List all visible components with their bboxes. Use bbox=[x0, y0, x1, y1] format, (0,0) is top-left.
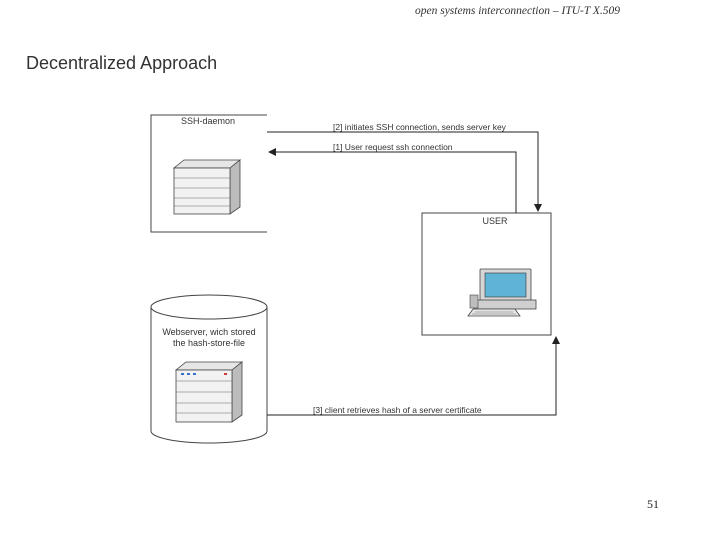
webserver-server-icon bbox=[174, 361, 244, 423]
header-text: open systems interconnection – ITU-T X.5… bbox=[415, 5, 621, 17]
ssh-server-icon bbox=[172, 159, 242, 215]
computer-icon bbox=[467, 268, 537, 317]
arrow-step1: [1] User request ssh connection bbox=[268, 142, 517, 213]
webserver-label-line2: the hash-store-file bbox=[173, 338, 245, 348]
webserver-node: Webserver, wich stored the hash-store-fi… bbox=[150, 294, 268, 444]
user-label: USER bbox=[482, 216, 508, 226]
arrow-step2-label: [2] initiates SSH connection, sends serv… bbox=[333, 122, 507, 132]
slide-number: 51 bbox=[647, 497, 659, 511]
ssh-daemon-label: SSH-daemon bbox=[181, 116, 235, 126]
arrow-step2: [2] initiates SSH connection, sends serv… bbox=[267, 122, 542, 212]
arrow-step1-label: [1] User request ssh connection bbox=[333, 142, 453, 152]
user-node: USER bbox=[421, 212, 552, 336]
arrow-step3-label: [3] client retrieves hash of a server ce… bbox=[313, 405, 482, 415]
arrow-step3: [3] client retrieves hash of a server ce… bbox=[267, 336, 560, 416]
slide-title: Decentralized Approach bbox=[26, 53, 218, 73]
webserver-label-line1: Webserver, wich stored bbox=[162, 327, 255, 337]
ssh-daemon-node: SSH-daemon bbox=[150, 114, 267, 233]
